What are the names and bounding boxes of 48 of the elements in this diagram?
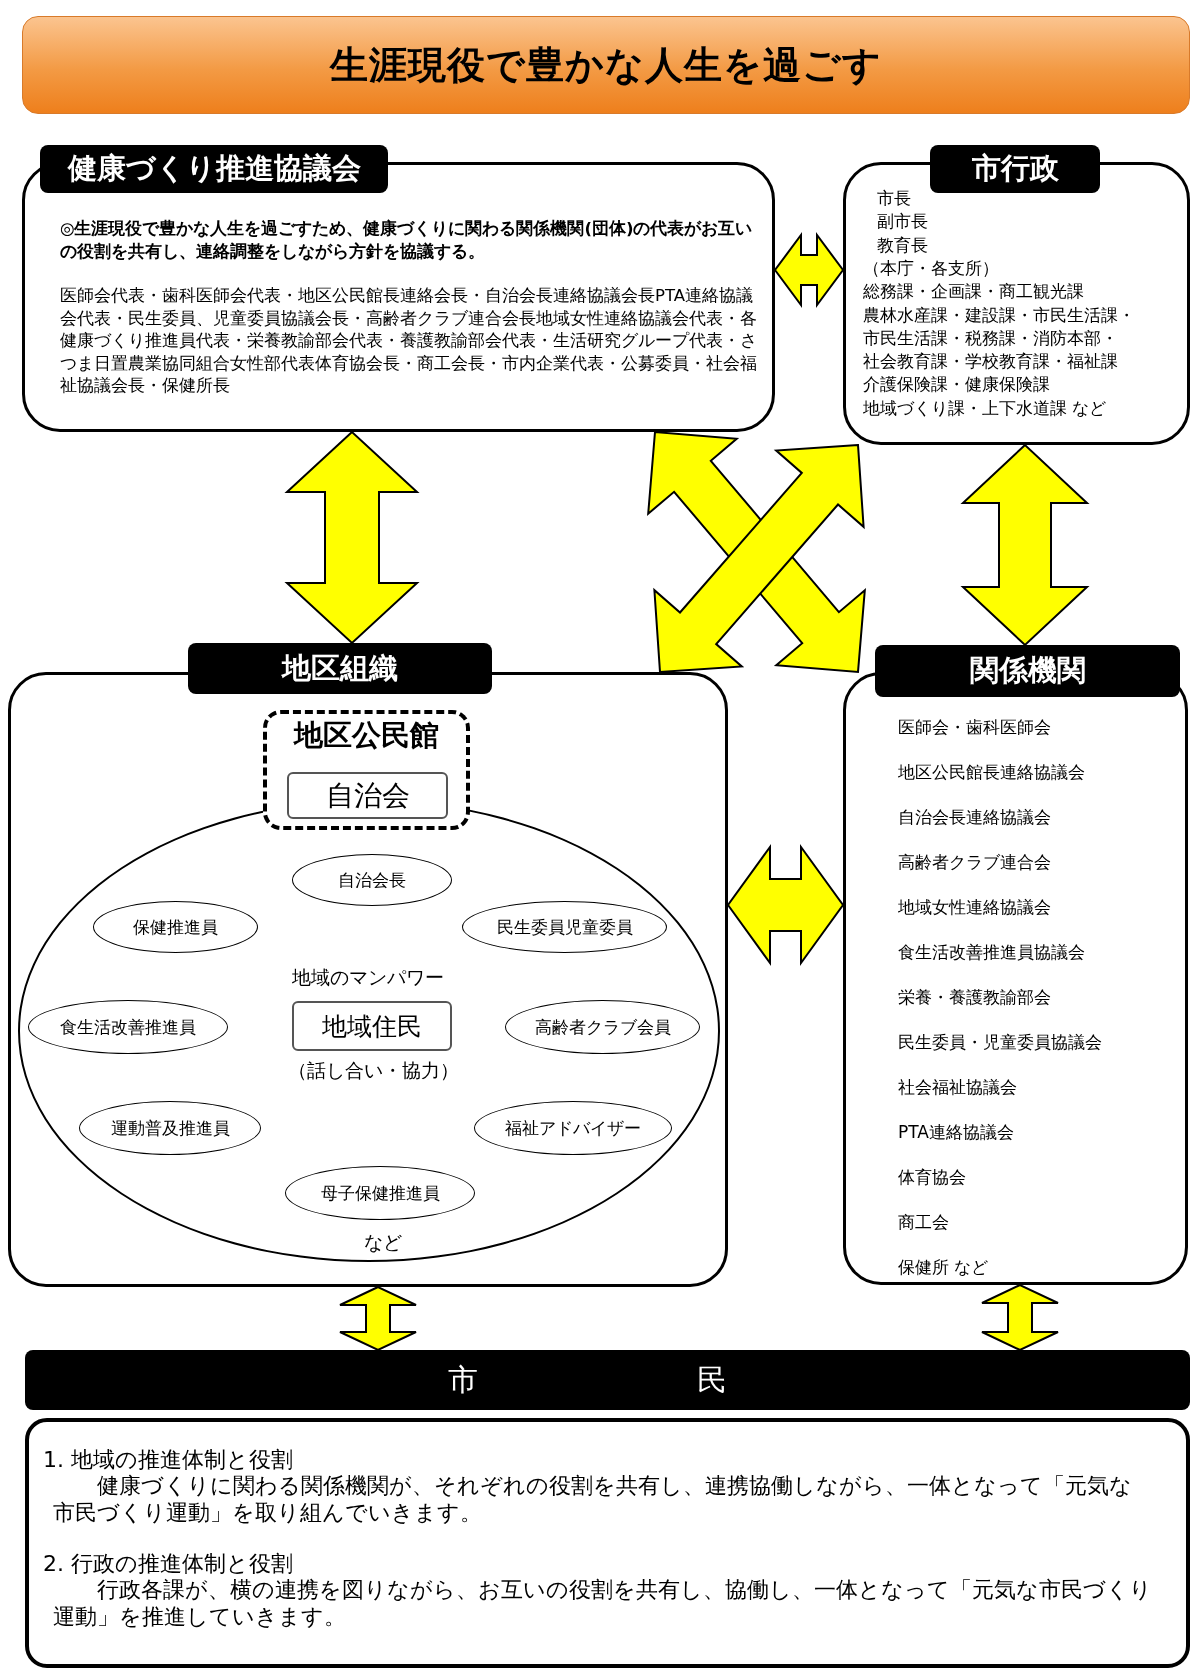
paragraph: 健康づくりに関わる関係機関が、それぞれの役割を共有し、連携協働しながら、一体となって「元気な市民づくり運動」を取り組んでいきます。 [53,1472,1133,1526]
heading-tab: 地区組織 [188,643,492,694]
box-heading: 地区公民館 [292,717,440,754]
list-item: 保健所 など [898,1256,989,1279]
body-text: ◎生涯現役で豊かな人生を過ごすため、健康づくりに関わる関係機関(団体)の代表がお互いの役割を共有し、連絡調整をしながら方針を協議する。 [60,218,754,263]
double-arrow [726,843,845,967]
caption-text: 地域のマンパワー [292,965,444,990]
caption-text: （話し合い・協力） [288,1058,459,1083]
list-item: 地区公民館長連絡協議会 [898,761,1085,784]
list-item: 総務課・企画課・商工観光課 [863,280,1084,304]
caption-text: など [364,1230,402,1255]
list-item: 体育協会 [898,1166,966,1189]
double-arrow [773,231,845,309]
list-item: 栄養・養護教諭部会 [898,986,1051,1009]
list-item: 商工会 [898,1211,949,1234]
double-arrow [960,443,1090,647]
list-item: 自治会長連絡協議会 [898,806,1051,829]
list-item: 教育長 [877,233,928,257]
list-item: 社会福祉協議会 [898,1076,1017,1099]
heading-tab: 関係機関 [875,645,1180,697]
double-arrow [981,1283,1059,1352]
heading-tab: 健康づくり推進協議会 [40,145,388,193]
list-item: 高齢者クラブ連合会 [898,851,1051,874]
list-item: 副市長 [877,210,928,234]
list-item: 民生委員・児童委員協議会 [898,1031,1102,1054]
list-item: 農林水産課・建設課・市民生活課・ [863,303,1135,327]
list-item: 社会教育課・学校教育課・福祉課 [863,350,1118,374]
list-item: 市長 [877,187,911,210]
list-item: 食生活改善推進員協議会 [898,941,1085,964]
heading-tab: 市行政 [930,145,1100,193]
list-item: PTA連絡協議会 [898,1121,1014,1144]
list-item: （本庁・各支所） [863,256,999,280]
list-item: 医師会・歯科医師会 [898,716,1051,739]
paragraph: 行政各課が、横の連携を図りながら、お互いの役割を共有し、協働し、一体となって「元気な市民づくり運動」を推進していきます。 [53,1576,1153,1630]
label-box: 地域住民 [292,1001,452,1051]
section-heading: 1. 地域の推進体制と役割 [43,1446,294,1473]
list-item: 地域女性連絡協議会 [898,896,1051,919]
title-banner: 生涯現役で豊かな人生を過ごす [22,16,1190,114]
double-arrow [284,430,420,645]
body-text: 医師会代表・歯科医師会代表・地区公民館長連絡会長・自治会長連絡協議会長PTA連絡協議会代表・民生委員、児童委員協議会長・高齢者クラブ連合会長地域女性連絡協議会代表・各健康づくり推進員代表・栄養教諭部会代表・養護教諭部会代表・生活研究グループ代表・さつま日置農業協同組合女性部代表体育協会長・商工会長・市内企業代表・公募委員・社会福祉協議会長・保健所長 [60,285,758,397]
label-box: 自治会 [287,772,448,819]
section-heading: 2. 行政の推進体制と役割 [43,1550,294,1577]
list-item: 地域づくり課・上下水道課 など [863,396,1107,420]
list-item: 介護保険課・健康保険課 [863,373,1050,397]
list-item: 市民生活課・税務課・消防本部・ [863,326,1118,350]
double-arrow [339,1285,417,1352]
citizen-bar: 市 民 [25,1350,1190,1410]
dashed-box [263,710,470,830]
